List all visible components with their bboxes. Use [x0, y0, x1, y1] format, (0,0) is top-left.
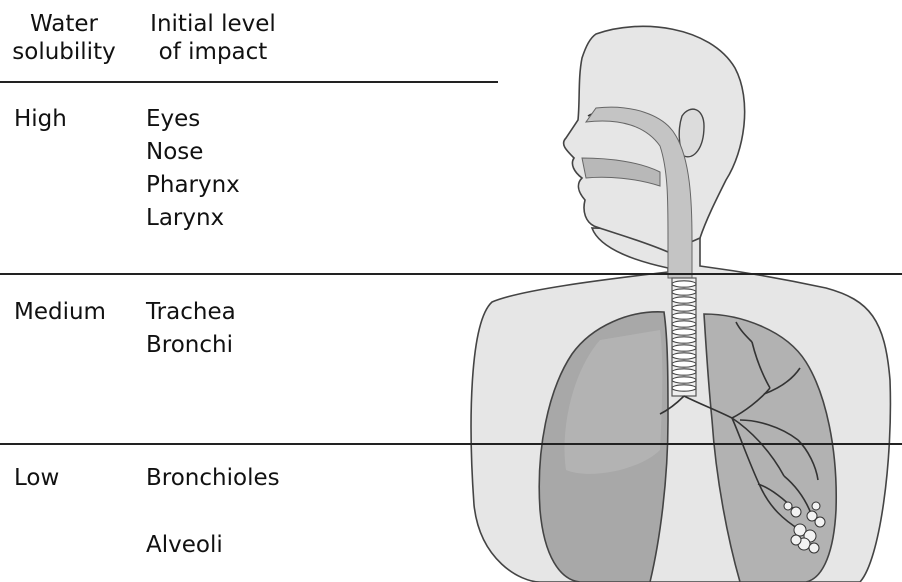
site-bronchioles: Bronchioles — [146, 462, 280, 495]
trachea-ring — [672, 337, 696, 343]
trachea-ring — [672, 345, 696, 351]
trachea-ring — [672, 361, 696, 367]
trachea-ring — [672, 329, 696, 335]
trachea-ring — [672, 289, 696, 295]
trachea-ring — [672, 377, 696, 383]
row-low-solubility: Low — [14, 462, 59, 495]
trachea-ring — [672, 369, 696, 375]
header-water-solubility: Water solubility — [8, 10, 120, 66]
trachea-ring — [672, 353, 696, 359]
site-trachea: Trachea — [146, 296, 236, 329]
row-high-solubility: High — [14, 103, 67, 136]
site-nose: Nose — [146, 136, 203, 169]
trachea-ring — [672, 281, 696, 287]
row-medium-solubility: Medium — [14, 296, 106, 329]
header-col1-line1: Water — [8, 10, 120, 38]
trachea-ring — [672, 305, 696, 311]
site-larynx: Larynx — [146, 202, 224, 235]
trachea-ring — [672, 297, 696, 303]
header-col2-line2: of impact — [142, 38, 284, 66]
site-bronchi: Bronchi — [146, 329, 233, 362]
header-col2-line1: Initial level — [142, 10, 284, 38]
site-eyes: Eyes — [146, 103, 200, 136]
trachea-ring — [672, 313, 696, 319]
site-alveoli: Alveoli — [146, 529, 223, 562]
header-initial-impact: Initial level of impact — [142, 10, 284, 66]
header-divider — [0, 81, 498, 83]
trachea-ring — [672, 385, 696, 391]
header-col1-line2: solubility — [8, 38, 120, 66]
row-divider-high-medium — [0, 273, 902, 275]
site-pharynx: Pharynx — [146, 169, 240, 202]
trachea-ring — [672, 321, 696, 327]
row-divider-medium-low — [0, 443, 902, 445]
